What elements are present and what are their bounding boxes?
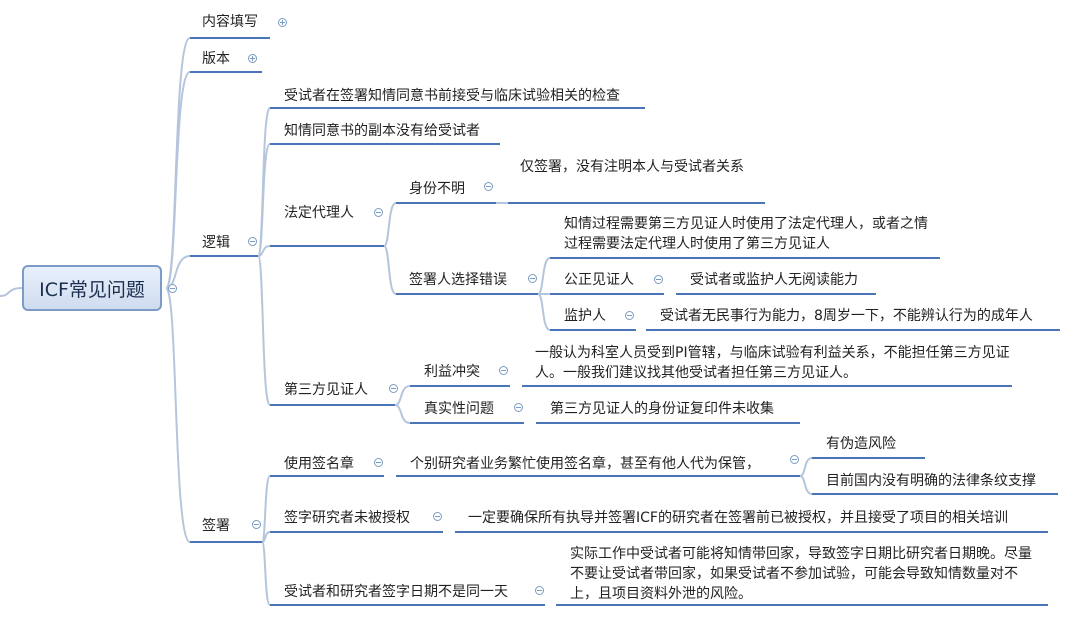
guardian-detail[interactable]: 受试者无民事行为能力，8周岁一下，不能辨认行为的成年人 [660,308,1033,324]
connector-curve [383,202,397,247]
node-date-mismatch[interactable]: 受试者和研究者签字日期不是同一天 [284,584,508,600]
connector-curve [799,457,813,477]
node-authenticity[interactable]: 真实性问题 [424,401,494,417]
impartial-witness-detail[interactable]: 受试者或监护人无阅读能力 [690,272,858,288]
node-identity-unclear[interactable]: 身份不明 [409,181,465,197]
collapse-icon[interactable] [535,586,544,595]
connector-curve [799,475,813,495]
connector-curve [383,245,397,295]
collapse-icon[interactable] [389,384,398,393]
collapse-icon[interactable] [168,284,177,293]
logic-item-2[interactable]: 知情同意书的副本没有给受试者 [284,123,480,139]
unauthorized-detail[interactable]: 一定要确保所有执导并签署ICF的研究者在签署前已被授权，并且接受了项目的相关培训 [468,510,1008,526]
connector-curve [537,293,551,331]
connector-curve [257,245,271,257]
seal-risk-1[interactable]: 有伪造风险 [826,436,896,452]
expand-icon[interactable] [248,54,257,63]
connector-curve [257,255,271,406]
connector-curve [394,404,411,424]
connector-curve [0,287,23,297]
seal-risk-2[interactable]: 目前国内没有明确的法律条纹支撑 [826,473,1036,489]
collapse-icon[interactable] [374,208,383,217]
root-node[interactable]: ICF常见问题 [22,265,162,311]
branch-signing[interactable]: 签署 [202,518,230,534]
node-legal-rep[interactable]: 法定代理人 [284,205,354,221]
conflict-detail[interactable]: 一般认为科室人员受到PI管辖，与临床试验有利益关系，不能担任第三方见证人。一般我… [535,345,1010,381]
node-guardian[interactable]: 监护人 [564,308,606,324]
collapse-icon[interactable] [790,455,799,464]
connector-curve [261,475,271,543]
node-seal[interactable]: 使用签名章 [284,456,354,472]
collapse-icon[interactable] [499,366,508,375]
collapse-icon[interactable] [248,237,257,246]
connector-curve [257,143,271,257]
connector-curve [165,287,191,543]
seal-detail[interactable]: 个别研究者业务繁忙使用签名章，甚至有他人代为保管， [410,456,760,472]
node-impartial-witness[interactable]: 公正见证人 [564,272,634,288]
node-unauthorized[interactable]: 签字研究者未被授权 [284,510,410,526]
collapse-icon[interactable] [625,311,634,320]
branch-version[interactable]: 版本 [202,51,230,67]
identity-detail[interactable]: 仅签署，没有注明本人与受试者关系 [520,159,744,175]
collapse-icon[interactable] [514,403,523,412]
node-conflict[interactable]: 利益冲突 [424,364,480,380]
expand-icon[interactable] [278,18,287,27]
collapse-icon[interactable] [654,275,663,284]
branch-logic[interactable]: 逻辑 [202,235,230,251]
connector-curve [261,541,271,606]
collapse-icon[interactable] [528,274,537,283]
wrong-signer-detail[interactable]: 知情过程需要第三方见证人时使用了法定代理人，或者之情过程需要法定代理人时使用了第… [564,216,928,252]
date-mismatch-detail[interactable]: 实际工作中受试者可能将知情带回家，导致签字日期比研究者日期晚。尽量不要让受试者带… [570,546,1032,602]
collapse-icon[interactable] [374,458,383,467]
connector-curve [537,257,551,295]
branch-content-fill[interactable]: 内容填写 [202,14,258,30]
collapse-icon[interactable] [433,512,442,521]
root-label: ICF常见问题 [39,278,145,301]
node-third-party[interactable]: 第三方见证人 [284,382,368,398]
node-wrong-signer[interactable]: 签署人选择错误 [409,272,507,288]
authenticity-detail[interactable]: 第三方见证人的身份证复印件未收集 [550,401,774,417]
collapse-icon[interactable] [484,182,493,191]
connector-curve [165,71,191,289]
logic-item-1[interactable]: 受试者在签署知情同意书前接受与临床试验相关的检查 [284,88,620,104]
collapse-icon[interactable] [252,520,261,529]
